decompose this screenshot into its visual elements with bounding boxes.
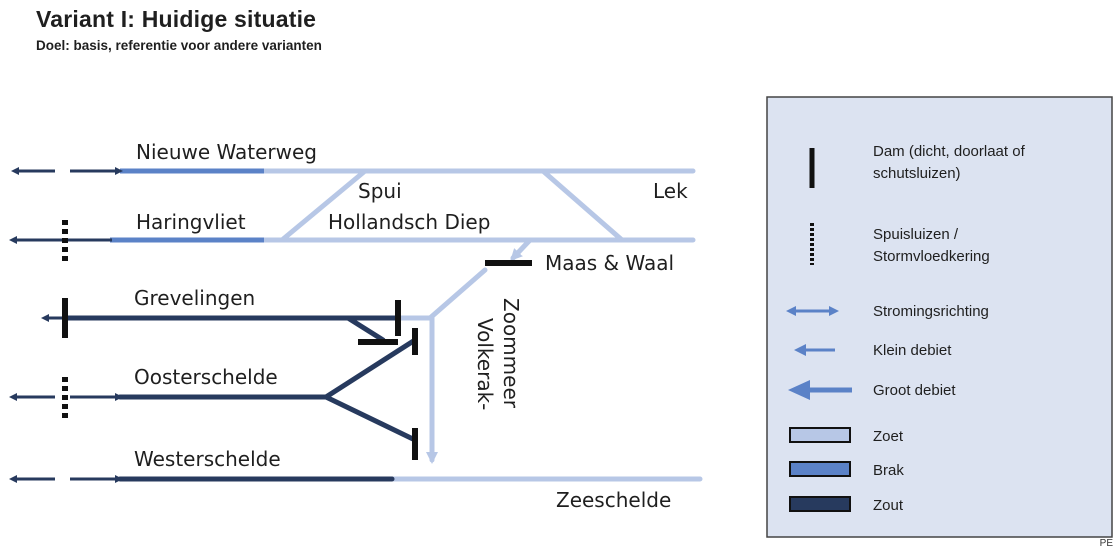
legend-klein-icon-head <box>794 344 806 356</box>
legend-zoet-swatch <box>789 427 851 443</box>
oosterschelde-branch-up <box>323 337 418 400</box>
label-hollandsch-diep: Hollandsch Diep <box>328 210 490 234</box>
structures <box>62 220 532 460</box>
zout-network <box>62 315 418 482</box>
page-subtitle: Doel: basis, referentie voor andere vari… <box>36 38 322 53</box>
label-grevelingen: Grevelingen <box>134 286 255 310</box>
label-nieuwe-waterweg: Nieuwe Waterweg <box>136 140 317 164</box>
legend-zout-swatch <box>789 496 851 512</box>
legend-klein-label: Klein debiet <box>873 342 952 359</box>
page-title: Variant I: Huidige situatie <box>36 6 317 32</box>
label-zoommeer: Zoommeer <box>499 298 523 409</box>
legend-dam-label-2: schutsluizen) <box>873 165 961 182</box>
legend-zoet-label: Zoet <box>873 428 904 445</box>
legend-sluice-label-2: Stormvloedkering <box>873 248 990 265</box>
flow-to-volkerak <box>510 237 533 261</box>
oosterschelde-branch-down <box>323 394 418 443</box>
volkerak-upper <box>427 267 488 321</box>
label-westerschelde: Westerschelde <box>134 447 281 471</box>
spui-connection <box>279 168 368 243</box>
legend-groot-icon-head <box>788 380 810 400</box>
page-mark: PE <box>1099 538 1113 549</box>
label-zeeschelde: Zeeschelde <box>556 488 671 512</box>
legend-groot-label: Groot debiet <box>873 382 956 399</box>
grevelingen-diagonal <box>345 315 386 343</box>
label-volkerak: Volkerak- <box>473 318 497 410</box>
label-spui: Spui <box>358 179 402 203</box>
flow-arrows <box>9 167 123 483</box>
legend-flow-icon-head-l <box>786 306 796 316</box>
legend-sluice-label-1: Spuisluizen / <box>873 226 959 243</box>
lek-connection <box>540 168 625 243</box>
legend-dam-label-1: Dam (dicht, doorlaat of <box>873 143 1026 160</box>
label-lek: Lek <box>653 179 688 203</box>
label-oosterschelde: Oosterschelde <box>134 365 278 389</box>
legend-zout-label: Zout <box>873 497 904 514</box>
legend-brak-label: Brak <box>873 462 904 479</box>
brak-network <box>110 168 264 243</box>
zoet-network <box>259 168 703 482</box>
label-maas-waal: Maas & Waal <box>545 251 674 275</box>
label-haringvliet: Haringvliet <box>136 210 246 234</box>
legend-flow-icon-head-r <box>829 306 839 316</box>
legend-brak-swatch <box>789 461 851 477</box>
legend: Dam (dicht, doorlaat of schutsluizen) Sp… <box>766 96 1113 538</box>
legend-flow-label: Stromingsrichting <box>873 303 989 320</box>
